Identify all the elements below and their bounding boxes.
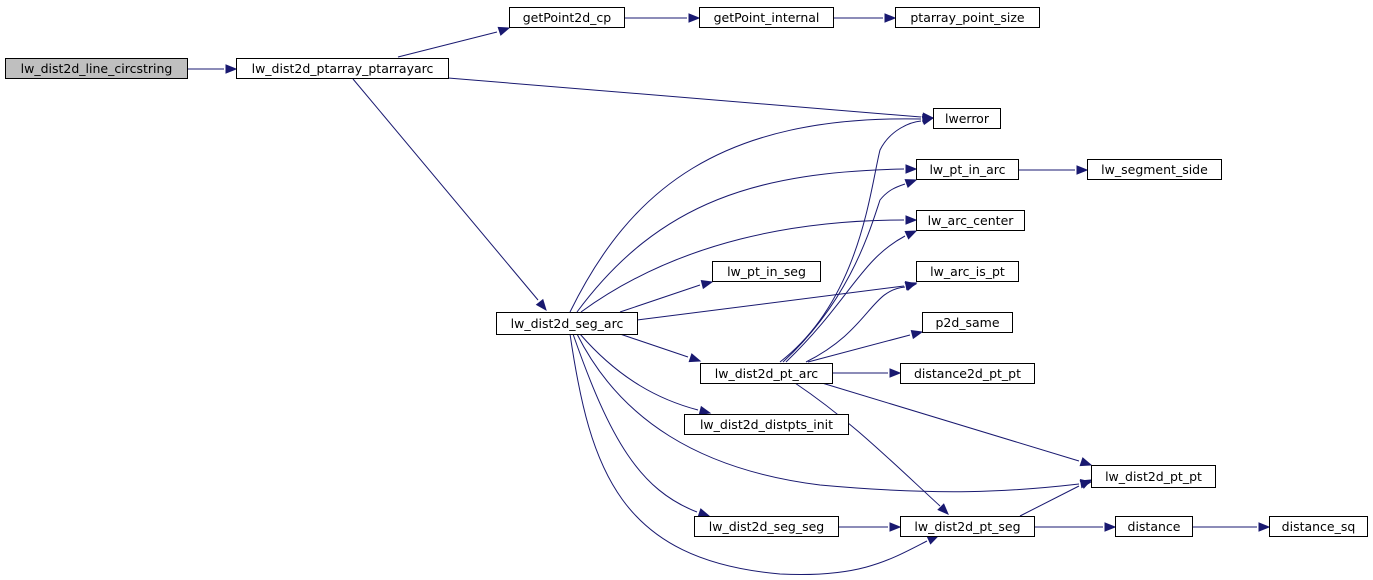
- node-seg-arc[interactable]: lw_dist2d_seg_arc: [496, 312, 638, 335]
- node-label: lw_dist2d_pt_arc: [715, 366, 819, 381]
- node-label: distance: [1128, 519, 1181, 534]
- node-distance[interactable]: distance: [1115, 516, 1193, 537]
- node-box: [509, 7, 625, 28]
- node-label: lw_dist2d_pt_pt: [1105, 469, 1202, 484]
- edge-pt-arc-to-lw-pt-in-arc: [782, 179, 918, 363]
- node-label: p2d_same: [935, 315, 999, 330]
- node-label: lw_pt_in_seg: [727, 264, 806, 279]
- node-box: [684, 414, 849, 435]
- node-getPoint-internal[interactable]: getPoint_internal: [699, 7, 834, 28]
- edge-pt-arc-to-lw-arc-center: [785, 230, 918, 363]
- node-label: lw_pt_in_arc: [929, 162, 1005, 177]
- node-box: [922, 312, 1013, 333]
- edge-pt-arc-to-distance2d-pt-pt: [832, 368, 902, 378]
- edge-pt-arc-to-pt-seg: [794, 382, 949, 515]
- node-box: [1091, 465, 1216, 488]
- node-label: distance_sq: [1282, 519, 1356, 534]
- node-label: getPoint2d_cp: [523, 10, 612, 25]
- edge-pt-arc-to-lw-arc-is-pt: [805, 282, 918, 363]
- node-box: [700, 363, 833, 384]
- node-lw-arc-is-pt[interactable]: lw_arc_is_pt: [916, 261, 1019, 282]
- edge-pt-seg-to-distance: [1034, 522, 1117, 532]
- node-label: lw_arc_center: [928, 213, 1015, 228]
- call-graph-nodes: lw_dist2d_line_circstring lw_dist2d_ptarr…: [5, 7, 1368, 537]
- node-box: [916, 210, 1025, 231]
- node-line-circstring: lw_dist2d_line_circstring: [5, 58, 188, 79]
- edge-line-circstring-to-ptarray-ptarrayarc: [188, 64, 238, 74]
- node-ptarray-point-size[interactable]: ptarray_point_size: [895, 7, 1040, 28]
- node-box: [236, 58, 449, 79]
- edge-seg-arc-to-lw-arc-center: [580, 215, 918, 313]
- edge-ptarray-ptarrayarc-to-getPoint2d-cp: [397, 26, 511, 58]
- node-label: lw_dist2d_pt_seg: [914, 519, 1020, 534]
- node-box: [1087, 159, 1222, 180]
- node-lw-pt-in-seg[interactable]: lw_pt_in_seg: [712, 261, 821, 282]
- node-lwerror[interactable]: lwerror: [933, 108, 1001, 129]
- node-label: getPoint_internal: [714, 10, 820, 25]
- edge-seg-seg-to-pt-seg: [838, 522, 902, 532]
- edge-lw-pt-in-arc-to-lw-segment-side: [1018, 165, 1089, 175]
- node-distpts-init[interactable]: lw_dist2d_distpts_init: [684, 414, 849, 435]
- node-box: [900, 363, 1035, 384]
- node-box: [1115, 516, 1193, 537]
- node-box: [895, 7, 1040, 28]
- node-label: lwerror: [945, 111, 990, 126]
- edge-seg-arc-to-pt-arc: [619, 333, 702, 363]
- edge-distance-to-distance-sq: [1192, 522, 1271, 532]
- edge-seg-arc-to-lwerror: [569, 114, 935, 313]
- edge-pt-arc-to-pt-pt: [821, 382, 1093, 467]
- node-label: lw_dist2d_ptarray_ptarrayarc: [252, 61, 434, 76]
- edge-pt-arc-to-p2d-same: [807, 329, 924, 363]
- node-box: [496, 312, 638, 335]
- edge-seg-arc-to-pt-pt: [576, 333, 1093, 493]
- edge-seg-arc-to-lw-pt-in-arc: [576, 164, 918, 313]
- node-lw-arc-center[interactable]: lw_arc_center: [916, 210, 1025, 231]
- node-box: [5, 58, 188, 79]
- node-box: [916, 261, 1019, 282]
- edge-ptarray-ptarrayarc-to-seg-arc: [352, 78, 547, 312]
- edge-pt-arc-to-lwerror: [779, 115, 935, 363]
- node-box: [916, 159, 1019, 180]
- node-lw-pt-in-arc[interactable]: lw_pt_in_arc: [916, 159, 1019, 180]
- node-box: [1269, 516, 1368, 537]
- node-box: [712, 261, 821, 282]
- node-lw-segment-side[interactable]: lw_segment_side: [1087, 159, 1222, 180]
- edge-seg-arc-to-lw-pt-in-seg: [619, 279, 714, 313]
- edge-pt-seg-to-pt-pt: [1019, 479, 1093, 517]
- node-label: lw_dist2d_seg_seg: [709, 519, 824, 534]
- node-label: lw_arc_is_pt: [930, 264, 1005, 279]
- node-label: lw_dist2d_distpts_init: [700, 417, 833, 432]
- node-label: lw_segment_side: [1101, 162, 1208, 177]
- node-ptarray-ptarrayarc[interactable]: lw_dist2d_ptarray_ptarrayarc: [236, 58, 449, 79]
- node-label: distance2d_pt_pt: [914, 366, 1021, 381]
- call-graph-edges: [188, 13, 1271, 576]
- edge-getPoint-internal-to-ptarray-point-size: [833, 13, 897, 23]
- node-pt-seg[interactable]: lw_dist2d_pt_seg: [900, 516, 1035, 537]
- node-label: lw_dist2d_seg_arc: [511, 316, 624, 331]
- edge-seg-arc-to-distpts-init: [579, 333, 712, 416]
- node-getPoint2d-cp[interactable]: getPoint2d_cp: [509, 7, 625, 28]
- node-distance-sq[interactable]: distance_sq: [1269, 516, 1368, 537]
- edge-getPoint2d-cp-to-getPoint-internal: [624, 13, 701, 23]
- node-distance2d-pt-pt[interactable]: distance2d_pt_pt: [900, 363, 1035, 384]
- node-pt-pt[interactable]: lw_dist2d_pt_pt: [1091, 465, 1216, 488]
- node-seg-seg[interactable]: lw_dist2d_seg_seg: [694, 516, 839, 537]
- node-box: [933, 108, 1001, 129]
- node-box: [900, 516, 1035, 537]
- edge-seg-arc-to-lw-arc-is-pt: [636, 281, 918, 321]
- node-p2d-same[interactable]: p2d_same: [922, 312, 1013, 333]
- node-label: lw_dist2d_line_circstring: [21, 61, 173, 76]
- edge-ptarray-ptarrayarc-to-lwerror: [447, 77, 935, 122]
- node-pt-arc[interactable]: lw_dist2d_pt_arc: [700, 363, 833, 384]
- node-label: ptarray_point_size: [910, 10, 1025, 25]
- node-box: [694, 516, 839, 537]
- node-box: [699, 7, 834, 28]
